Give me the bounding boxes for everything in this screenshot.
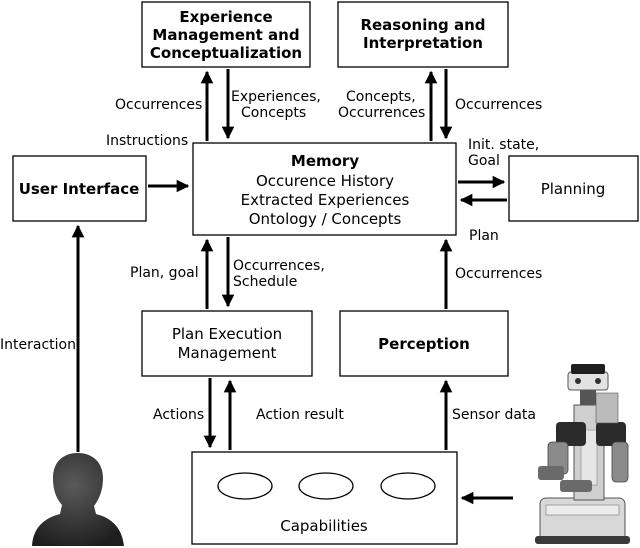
label-concepts-occurrences-1: Concepts, <box>346 89 416 105</box>
label-plan-goal: Plan, goal <box>130 265 199 281</box>
label-occurrences-schedule-2: Schedule <box>233 274 297 290</box>
label-sensor-data: Sensor data <box>452 407 536 423</box>
label-occurrences-reasoning: Occurrences <box>455 97 542 113</box>
label-occurrences-exp: Occurrences <box>115 97 202 113</box>
capabilities-label: Capabilities <box>280 517 368 535</box>
experience-line-3: Conceptualization <box>150 44 302 62</box>
label-action-result: Action result <box>256 407 344 423</box>
perception-label: Perception <box>378 335 470 353</box>
user-interface-label: User Interface <box>19 180 140 198</box>
label-occurrences-perception: Occurrences <box>455 266 542 282</box>
memory-line-2: Extracted Experiences <box>241 191 410 209</box>
perception-box: Perception <box>339 310 509 377</box>
reasoning-line-1: Reasoning and <box>360 16 485 34</box>
pr2-robot-icon <box>535 364 630 544</box>
label-plan: Plan <box>469 228 499 244</box>
label-experiences-concepts-1: Experiences, <box>231 89 321 105</box>
plan-execution-box: Plan Execution Management <box>141 310 313 377</box>
memory-line-1: Occurence History <box>256 172 394 190</box>
label-init-state: Init. state, <box>468 137 539 153</box>
capability-ellipse <box>380 472 436 500</box>
reasoning-interpretation-box: Reasoning and Interpretation <box>337 1 509 68</box>
label-occurrences-schedule-1: Occurrences, <box>233 258 325 274</box>
label-goal: Goal <box>468 153 500 169</box>
label-interaction: Interaction <box>0 337 76 353</box>
plan-exec-line-1: Plan Execution <box>172 325 282 343</box>
memory-box: Memory Occurence History Extracted Exper… <box>192 142 457 236</box>
label-experiences-concepts-2: Concepts <box>241 105 306 121</box>
capabilities-box: Capabilities <box>191 451 458 545</box>
label-instructions: Instructions <box>106 133 188 149</box>
capability-ellipse <box>217 472 273 500</box>
planning-box: Planning <box>508 155 639 222</box>
capability-ellipse <box>298 472 354 500</box>
planning-label: Planning <box>541 180 606 198</box>
arrow-labels: Occurrences Experiences, Concepts Concep… <box>0 89 542 423</box>
reasoning-line-2: Interpretation <box>363 34 483 52</box>
user-interface-box: User Interface <box>12 155 147 222</box>
experience-line-2: Management and <box>152 26 299 44</box>
experience-line-1: Experience <box>179 8 272 26</box>
plan-exec-line-2: Management <box>178 344 277 362</box>
memory-line-3: Ontology / Concepts <box>249 210 402 228</box>
arrows <box>71 69 513 505</box>
label-actions: Actions <box>153 407 204 423</box>
label-concepts-occurrences-2: Occurrences <box>338 105 425 121</box>
memory-title: Memory <box>291 152 359 170</box>
experience-management-box: Experience Management and Conceptualizat… <box>141 1 311 68</box>
human-head-silhouette-icon <box>32 453 124 546</box>
